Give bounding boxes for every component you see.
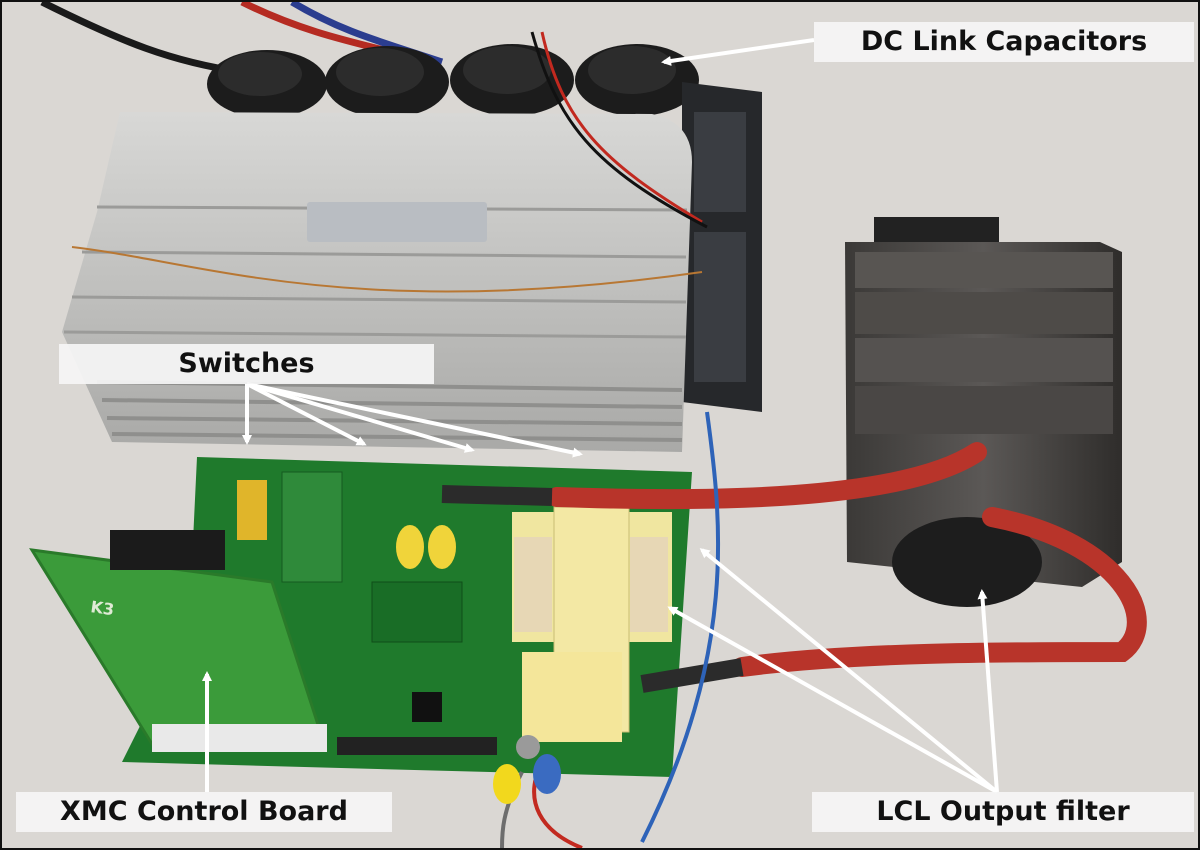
annotation-arrows [202, 38, 999, 794]
board-silkscreen-mark: K3 [89, 597, 115, 619]
ring-terminals [493, 735, 561, 804]
xmc-control-board-label: XMC Control Board [16, 792, 392, 832]
output-cable [547, 442, 1147, 677]
arrow-switch-4 [246, 382, 583, 458]
arrow-lcl-2 [667, 606, 998, 794]
lcl-output-filter [845, 217, 1122, 607]
dc-link-capacitors-label: DC Link Capacitors [814, 22, 1194, 62]
arrow-dc-link [661, 38, 815, 66]
cooling-fan [682, 82, 762, 412]
lcl-output-filter-label: LCL Output filter [812, 792, 1194, 832]
arrow-lcl-1 [699, 548, 999, 794]
arrow-switch-2 [246, 382, 367, 446]
dc-link-capacitors [207, 44, 699, 118]
arrow-switch-3 [246, 382, 475, 453]
xmc-control-board: K3 [29, 530, 327, 752]
board-inductor [512, 506, 672, 742]
arrow-lcl-3 [977, 589, 999, 793]
switches-label: Switches [59, 344, 434, 384]
output-cable-sleeves [441, 485, 744, 693]
